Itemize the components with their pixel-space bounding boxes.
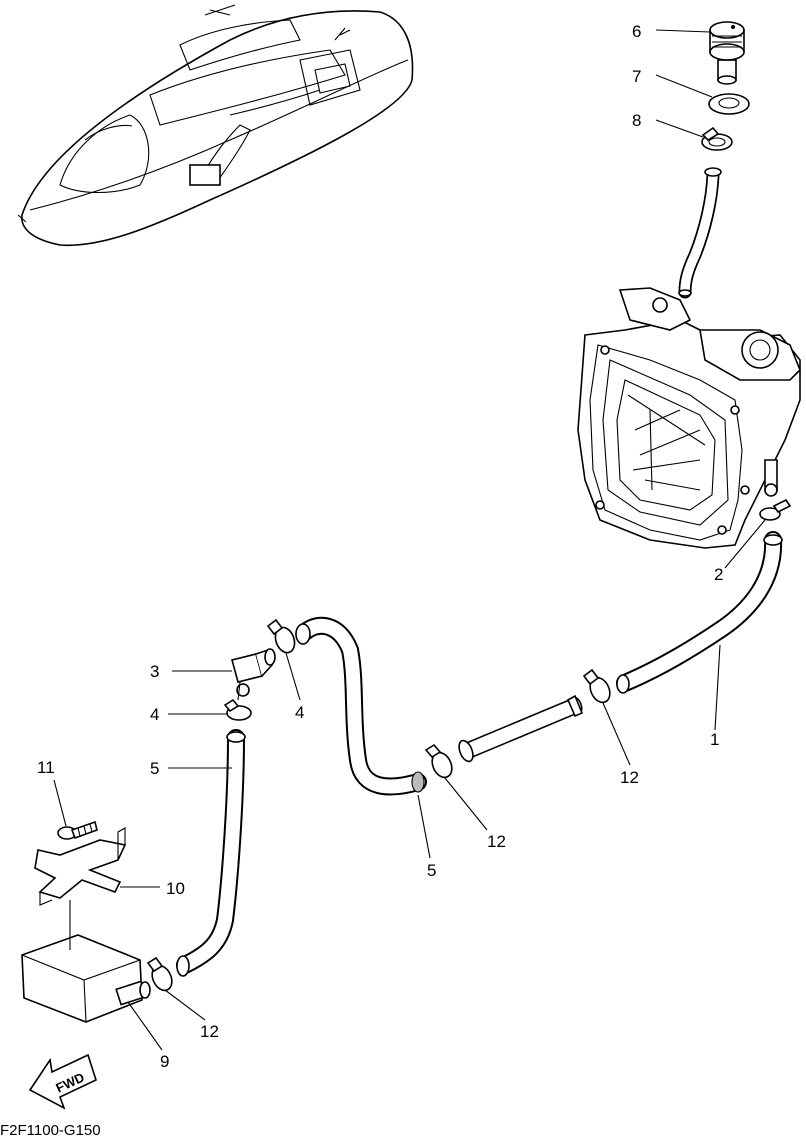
- leader-lines: [53, 29, 766, 1051]
- callout-9: 9: [160, 1052, 169, 1071]
- hose-clamp-2: [759, 498, 792, 521]
- bleed-cap-assembly: [678, 21, 750, 299]
- callout-7: 7: [632, 67, 641, 86]
- callout-1: 1: [710, 730, 719, 749]
- callout-11: 11: [37, 758, 55, 777]
- callout-5-vertical: 5: [150, 759, 159, 778]
- callout-5-long: 5: [427, 861, 436, 880]
- bracket-10: [34, 827, 127, 950]
- hose-clamp-12-right: [582, 668, 611, 704]
- hose-clamp-12-middle: [424, 743, 453, 779]
- callout-12-middle: 12: [487, 832, 506, 851]
- fitting-3: [231, 648, 276, 701]
- joint-pipe: [458, 694, 584, 763]
- box-9: [21, 934, 151, 1023]
- hose-5-long: [295, 616, 427, 796]
- callout-labels: 6 7 8 2 1 12 12 5 4 3 4 5 11 10 12 9: [37, 22, 723, 1071]
- callout-6: 6: [632, 22, 641, 41]
- callout-12-lower: 12: [200, 1022, 219, 1041]
- hose-5-vertical: [176, 729, 246, 977]
- jet-pump-housing: [577, 287, 801, 549]
- hose-1: [616, 531, 783, 694]
- callout-12-right: 12: [620, 768, 639, 787]
- drawing-code: F2F1100-G150: [0, 1122, 101, 1137]
- screw-11: [57, 820, 98, 840]
- hose-clamp-4-lower: [223, 698, 252, 721]
- callout-4-lower: 4: [150, 705, 159, 724]
- hose-clamp-12-lower: [146, 956, 173, 992]
- callout-8: 8: [632, 111, 641, 130]
- watercraft-overview: [17, 4, 414, 247]
- forward-arrow-icon: FWD: [28, 1053, 97, 1110]
- callout-2: 2: [714, 565, 723, 584]
- callout-3: 3: [150, 662, 159, 681]
- hose-clamp-4-upper: [266, 618, 296, 654]
- callout-4-upper: 4: [295, 703, 304, 722]
- callout-10: 10: [166, 879, 185, 898]
